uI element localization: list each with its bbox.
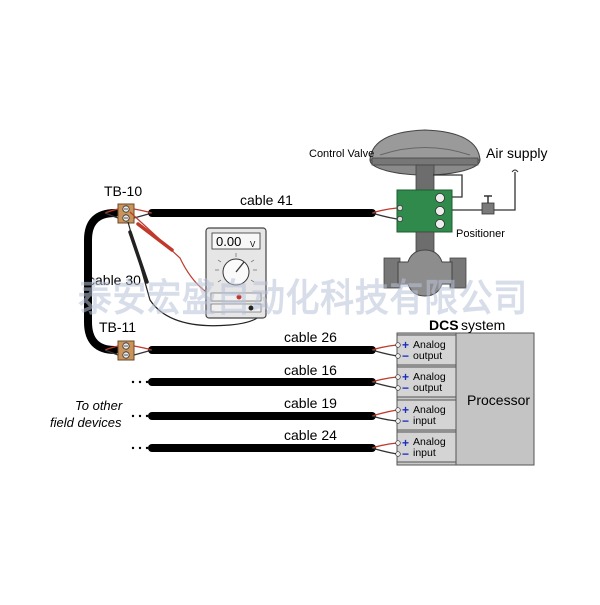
multimeter-unit: V [250, 240, 256, 249]
black-probe [128, 230, 149, 284]
cables [84, 209, 376, 452]
processor-box [455, 332, 535, 466]
cable-26-label: cable 26 [284, 329, 337, 345]
plus-sign: + [402, 370, 409, 384]
io-module [396, 366, 457, 398]
minus-sign: − [402, 447, 409, 461]
plus-sign: + [402, 403, 409, 417]
minus-sign: − [402, 349, 409, 363]
cable-30-line [84, 209, 119, 354]
labels: TB-10 TB-11 cable 41 cable 30 cable 26 c… [50, 145, 547, 461]
control-valve-label: Control Valve [309, 148, 374, 160]
cable-16-label: cable 16 [284, 362, 337, 378]
io-module [396, 399, 457, 431]
cable-41-label: cable 41 [240, 192, 293, 208]
module-2-line1: Analog [413, 371, 446, 383]
dcs-title-rest: system [461, 317, 505, 333]
dotted-leads [131, 380, 149, 450]
io-modules [396, 334, 457, 463]
module-3-line2: input [413, 415, 436, 427]
multimeter-display: 0.00 [216, 234, 241, 249]
io-module [396, 334, 457, 366]
cable-30-label: cable 30 [88, 272, 141, 288]
processor-label: Processor [467, 392, 530, 408]
watermark: 泰安宏盛自动化科技有限公司 [78, 278, 528, 320]
wire-ends [104, 207, 398, 455]
control-valve [369, 129, 519, 297]
tb11-label: TB-11 [99, 319, 136, 335]
tb10-label: TB-10 [104, 183, 142, 199]
module-1-line2: output [413, 350, 442, 362]
dcs-system [395, 332, 535, 466]
cable-19-label: cable 19 [284, 395, 337, 411]
minus-sign: − [402, 414, 409, 428]
module-4-line1: Analog [413, 436, 446, 448]
module-2-line2: output [413, 382, 442, 394]
red-probe [136, 222, 174, 252]
minus-sign: − [402, 381, 409, 395]
multimeter: 0.00 V [127, 211, 267, 327]
positioner-label: Positioner [456, 228, 505, 240]
io-module [396, 431, 457, 463]
plus-sign: + [402, 436, 409, 450]
terminal-block-tb10 [117, 203, 135, 224]
terminal-block-tb11 [117, 340, 135, 361]
dcs-title-bold: DCS [429, 317, 459, 333]
other-devices-line1: To other [75, 398, 123, 413]
module-4-line2: input [413, 447, 436, 459]
module-1-line1: Analog [413, 339, 446, 351]
air-supply-label: Air supply [486, 145, 547, 161]
cable-24-label: cable 24 [284, 427, 337, 443]
module-3-line1: Analog [413, 404, 446, 416]
plus-sign: + [402, 338, 409, 352]
other-devices-line2: field devices [50, 415, 122, 430]
